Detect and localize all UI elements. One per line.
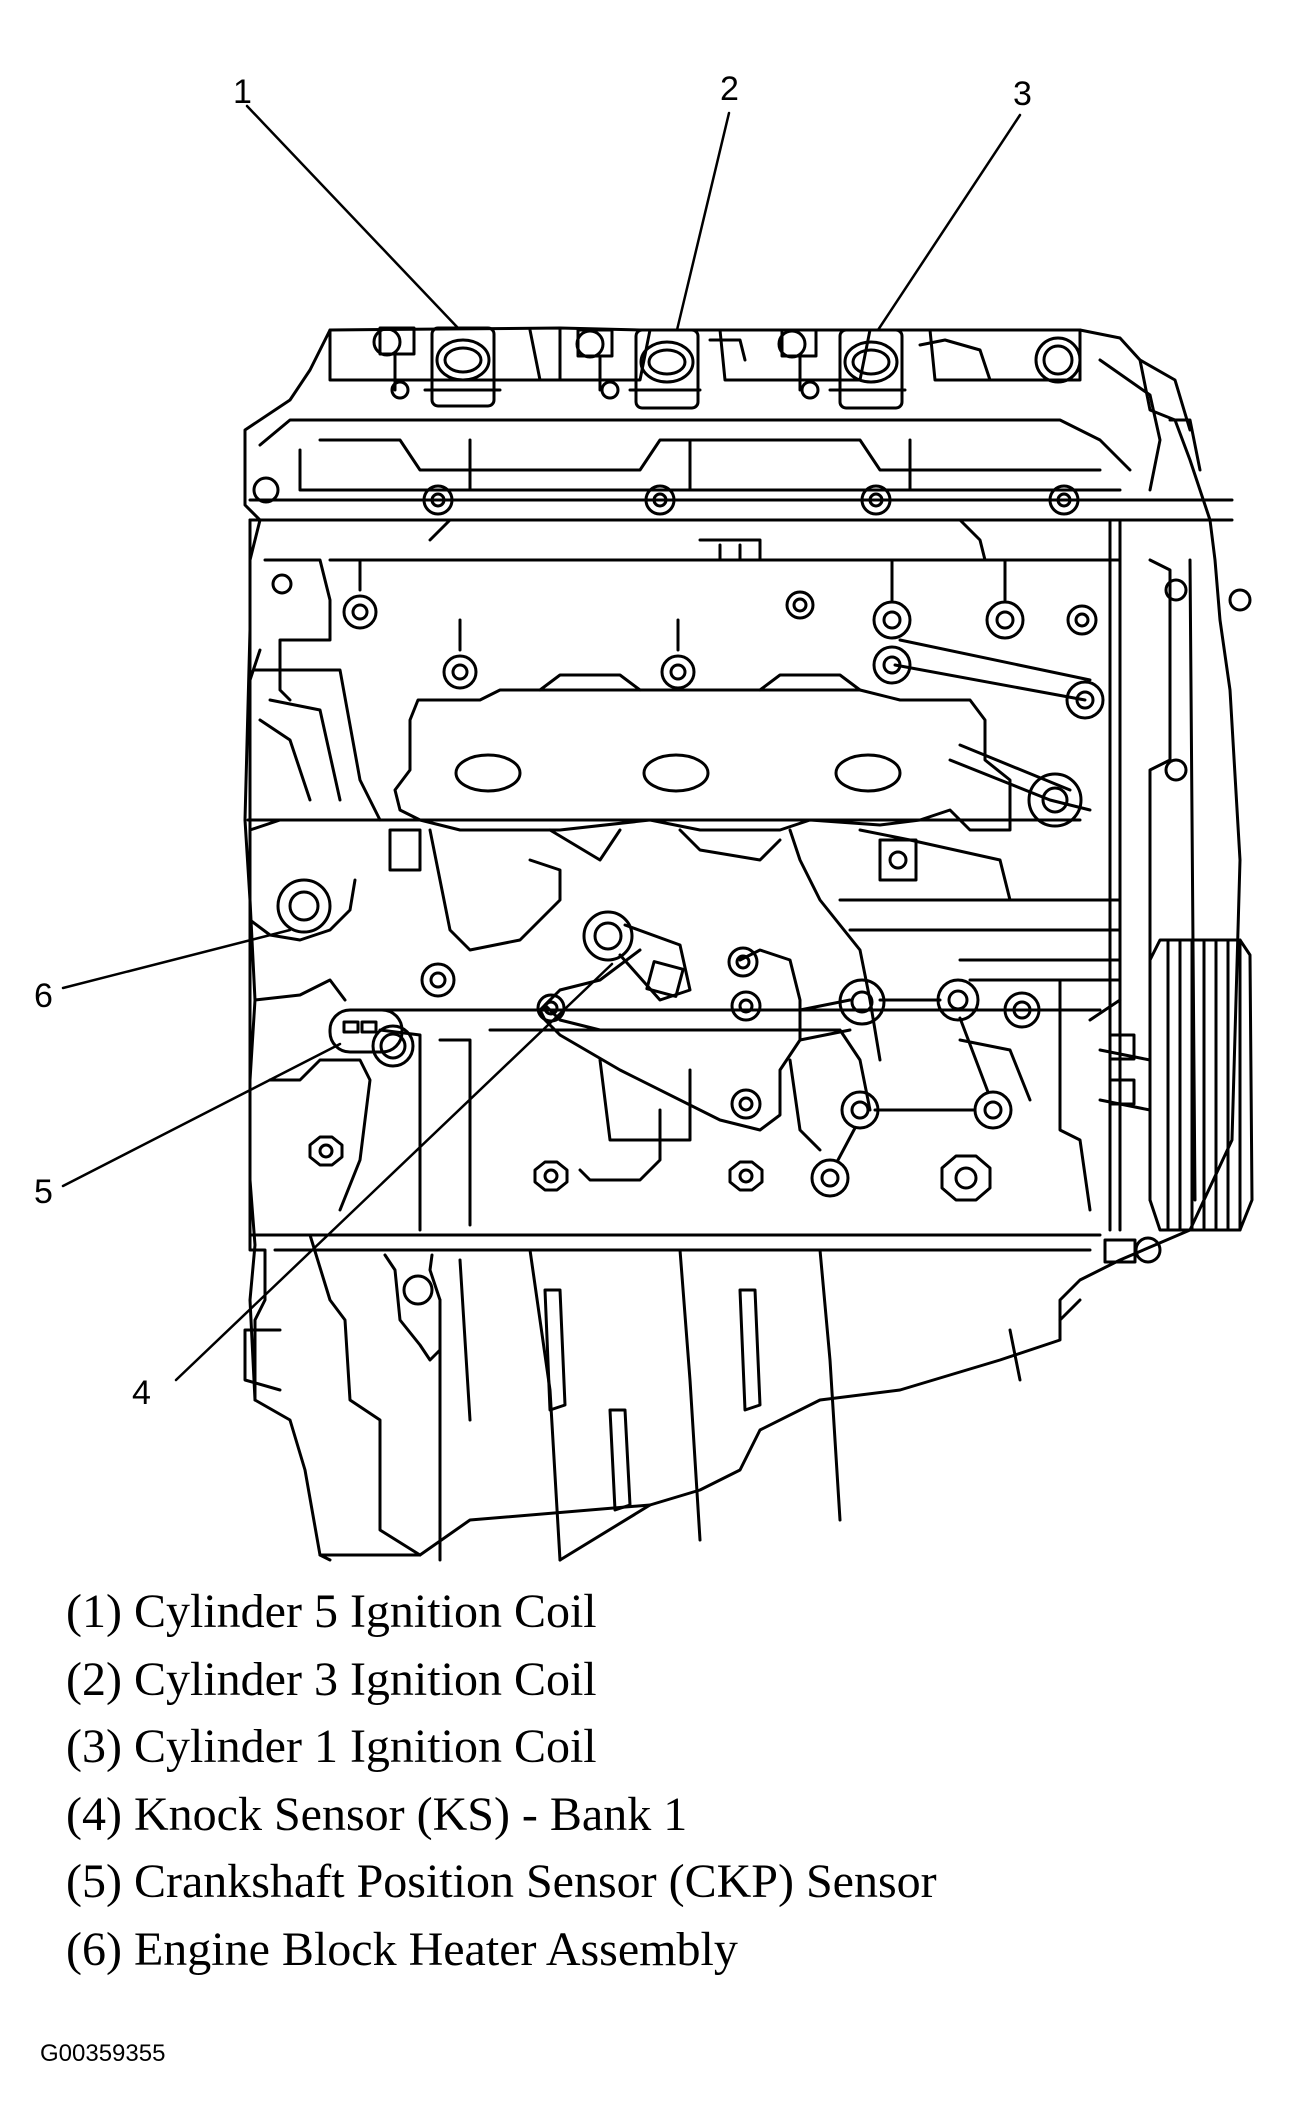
leader-line-1 [245, 104, 460, 330]
oil-pan [243, 1233, 1102, 1562]
valve-cover [243, 326, 1242, 1557]
ignition-coil-cylinder-3 [575, 328, 747, 410]
legend-item-1: (1) Cylinder 5 Ignition Coil [66, 1578, 1246, 1646]
legend-item-5: (5) Crankshaft Position Sensor (CKP) Sen… [66, 1848, 1246, 1916]
legend-item-4: (4) Knock Sensor (KS) - Bank 1 [66, 1781, 1246, 1849]
accessory-bracket [536, 946, 1013, 1198]
crankshaft-position-sensor [328, 1008, 415, 1068]
leader-lines [61, 104, 1022, 1382]
component-legend: (1) Cylinder 5 Ignition Coil (2) Cylinde… [66, 1578, 1246, 1983]
legend-number: (4) [66, 1787, 122, 1841]
legend-text: Cylinder 3 Ignition Coil [133, 1652, 597, 1706]
callout-4: 4 [132, 1374, 151, 1412]
callout-5: 5 [34, 1173, 53, 1211]
crankshaft-pulley [1088, 938, 1254, 1264]
legend-number: (6) [66, 1922, 122, 1976]
callout-1: 1 [233, 73, 252, 111]
legend-item-2: (2) Cylinder 3 Ignition Coil [66, 1646, 1246, 1714]
block-details [248, 818, 1122, 1232]
ignition-coil-cylinder-1 [777, 328, 992, 410]
ignition-coil-cylinder-5 [372, 326, 502, 408]
legend-number: (2) [66, 1652, 122, 1706]
legend-text: Crankshaft Position Sensor (CKP) Sensor [133, 1855, 937, 1908]
lower-block-bolts [308, 1058, 992, 1202]
figure-id: G00359355 [40, 2040, 166, 2067]
legend-number: (1) [66, 1585, 122, 1638]
block-left-end [248, 648, 372, 1212]
leader-line-5 [61, 1042, 342, 1188]
callout-2: 2 [720, 70, 739, 108]
leader-line-2 [675, 111, 731, 332]
legend-number: (5) [66, 1855, 122, 1908]
legend-text: Cylinder 1 Ignition Coil [133, 1720, 597, 1773]
valve-cover-bolts [252, 476, 1080, 516]
leader-line-6 [61, 928, 292, 990]
legend-text: Engine Block Heater Assembly [133, 1922, 738, 1976]
callout-6: 6 [34, 977, 53, 1015]
legend-item-3: (3) Cylinder 1 Ignition Coil [66, 1713, 1246, 1781]
legend-text: Knock Sensor (KS) - Bank 1 [133, 1787, 688, 1841]
legend-item-6: (6) Engine Block Heater Assembly [66, 1916, 1246, 1984]
exhaust-manifold [342, 558, 1105, 832]
leader-line-3 [876, 113, 1022, 332]
knock-sensor-bank-1 [543, 910, 692, 1032]
legend-number: (3) [66, 1720, 122, 1773]
leader-line-4 [174, 962, 614, 1382]
legend-text: Cylinder 5 Ignition Coil [133, 1585, 597, 1638]
callout-numbers: 1 2 3 4 5 6 [34, 70, 1032, 1412]
callout-3: 3 [1013, 75, 1032, 113]
